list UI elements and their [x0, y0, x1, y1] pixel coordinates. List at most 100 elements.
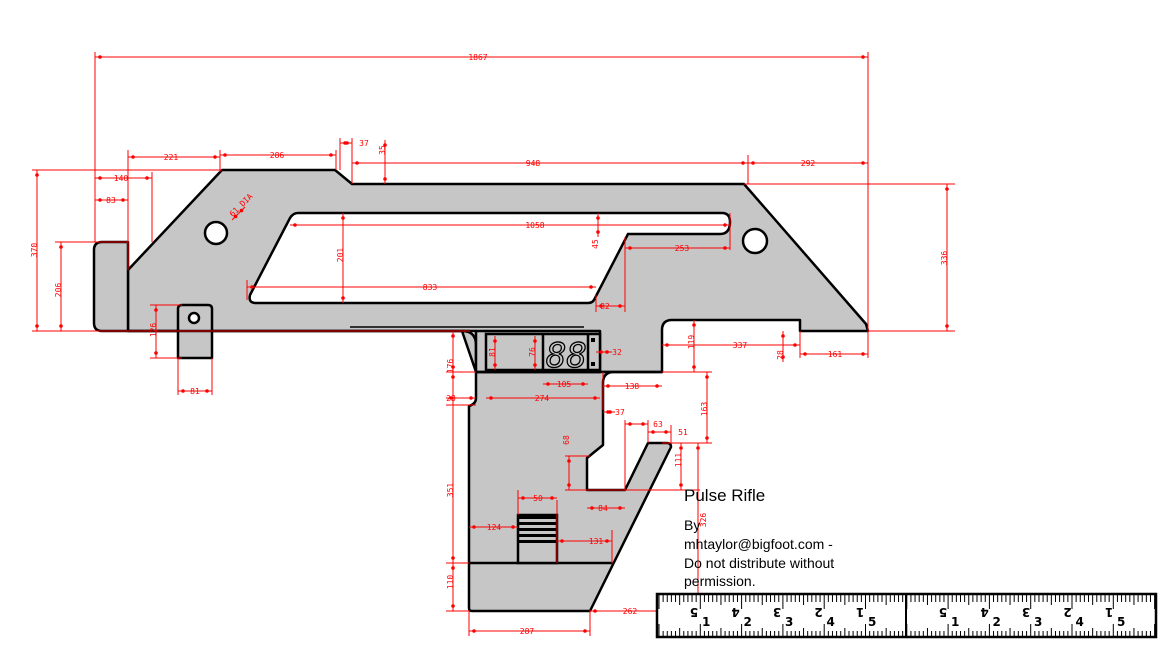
dimension-arrowhead [329, 153, 333, 157]
dimension-arrowhead [723, 246, 727, 250]
dimension-label: 337 [733, 341, 748, 350]
ruler-label-inverted: 4 [980, 605, 988, 619]
indicator-light [591, 338, 595, 342]
dimension: 126 [149, 305, 158, 358]
dimension-label: 833 [423, 283, 438, 292]
ruler-label-inverted: 2 [814, 605, 822, 619]
dimension: 206 [54, 242, 63, 331]
dimension-label: 37 [615, 408, 625, 417]
dimension: 110 [446, 563, 455, 611]
dimension: 351 [446, 372, 455, 563]
dimension-arrowhead [131, 155, 135, 159]
dimension: 63 [625, 420, 663, 429]
ruler-label-inverted: 5 [939, 605, 947, 619]
dimension-arrowhead [560, 539, 564, 543]
dimension-label: 163 [700, 402, 709, 417]
dimension-arrowhead [605, 539, 609, 543]
dimension-label: 32 [612, 348, 622, 357]
ruler-label-inverted: 2 [1063, 605, 1071, 619]
dimension-arrowhead [154, 351, 158, 355]
dimension-arrowhead [341, 296, 345, 300]
dimension: 370 [30, 170, 39, 331]
dimension-arrowhead [181, 389, 185, 393]
ruler-label-inverted: 3 [1022, 605, 1030, 619]
ruler-label: 5 [1117, 615, 1125, 629]
ruler-label: 1 [951, 615, 959, 629]
dimension-arrowhead [606, 384, 610, 388]
dimension-arrowhead [145, 176, 149, 180]
dimension-arrowhead [59, 324, 63, 328]
dimension-label: 1058 [525, 221, 544, 230]
dimension: 83 [95, 196, 128, 205]
dimension: 161 [800, 350, 868, 359]
dimension-label: 68 [562, 435, 571, 445]
dimension-arrowhead [596, 230, 600, 234]
dimension-arrowhead [449, 396, 453, 400]
dimension-arrowhead [655, 384, 659, 388]
dimension-arrowhead [705, 436, 709, 440]
rear-hole [741, 227, 769, 255]
dimension: 23 [446, 394, 476, 403]
dimension-label: 336 [940, 251, 949, 266]
dimension-arrowhead [533, 363, 537, 367]
dimension-arrowhead [593, 396, 597, 400]
dimension: 105 [543, 380, 588, 389]
dimension-arrowhead [493, 363, 497, 367]
dimension-arrowhead [223, 153, 227, 157]
ruler-label-inverted: 5 [690, 605, 698, 619]
notice-line-2: permission. [684, 573, 756, 589]
author-email: mhtaylor@bigfoot.com - [684, 536, 833, 552]
front-hole [203, 220, 229, 246]
by-label: By [684, 517, 701, 533]
dimension-arrowhead [608, 410, 612, 414]
dimension-arrowhead [581, 382, 585, 386]
dimension-arrowhead [751, 161, 755, 165]
dimension-label: 351 [446, 483, 455, 498]
dimension-arrowhead [567, 459, 571, 463]
dimension-arrowhead [121, 198, 125, 202]
ruler-label: 4 [827, 615, 835, 629]
dimension-arrowhead [692, 365, 696, 369]
ruler-label-inverted: 1 [1105, 605, 1113, 619]
dimension: 124 [469, 523, 518, 532]
dimension: 131 [557, 537, 612, 546]
dimension-label: 111 [674, 453, 683, 468]
notice-line-1: Do not distribute without [684, 555, 835, 571]
dimension-label: 119 [687, 335, 696, 350]
dimension-arrowhead [599, 350, 603, 354]
dimension-arrowhead [861, 161, 865, 165]
dimension: 81 [178, 387, 212, 396]
dimension: 176 [446, 331, 455, 373]
vent-slat [518, 522, 557, 525]
dimension-label: 131 [589, 537, 604, 546]
dimension: 37 [603, 408, 625, 417]
display-digits: 88 [546, 336, 587, 376]
dimension-arrowhead [793, 343, 797, 347]
dimension-arrowhead [493, 339, 497, 343]
dimension-label: 253 [675, 244, 690, 253]
dimension-arrowhead [341, 216, 345, 220]
dimension-arrowhead [533, 339, 537, 343]
dimension-arrowhead [651, 430, 655, 434]
dimension: 82 [596, 302, 625, 311]
dimension-arrowhead [679, 483, 683, 487]
dimension-arrowhead [665, 343, 669, 347]
dimension-arrowhead [239, 208, 244, 213]
dimension-arrowhead [213, 155, 217, 159]
dimension-label: 274 [535, 394, 550, 403]
dimension-arrowhead [781, 334, 785, 338]
dimension: 221 [128, 153, 220, 162]
dimension-label: 292 [801, 159, 816, 168]
dimension: 35 [378, 140, 387, 184]
ruler-label: 1 [702, 615, 710, 629]
dimension-label: 161 [828, 350, 843, 359]
drawing-title: Pulse Rifle [684, 486, 766, 505]
dimension-arrowhead [589, 285, 593, 289]
dimension-arrowhead [599, 304, 603, 308]
dimension: 76 [528, 336, 537, 370]
dimension-label: 948 [526, 159, 541, 168]
dimension-arrowhead [489, 396, 493, 400]
dimension-arrowhead [618, 304, 622, 308]
dimension: 51 [648, 428, 688, 437]
dimension-label: 45 [591, 239, 600, 249]
